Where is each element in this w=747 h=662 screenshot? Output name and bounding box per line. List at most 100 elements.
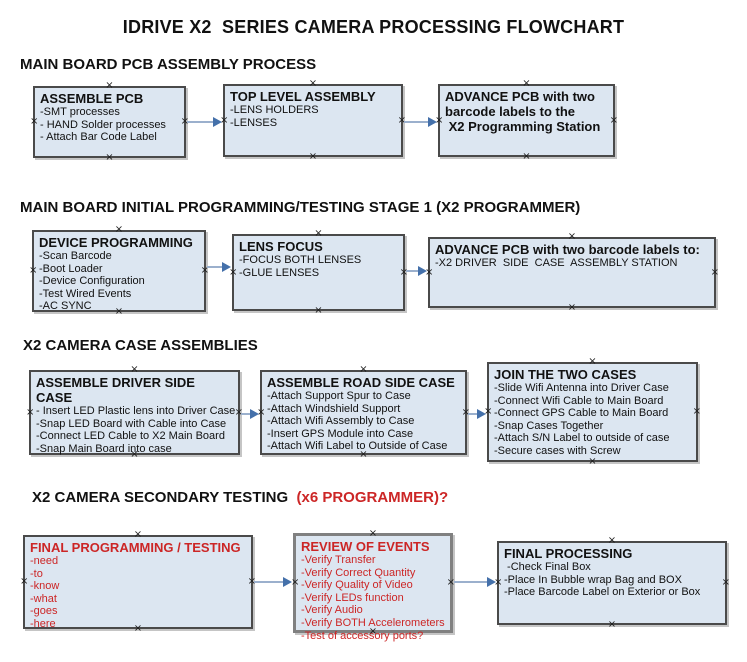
box-list-item: -LENS HOLDERS <box>230 104 319 116</box>
box-assemble-driver-side-case[interactable]: ASSEMBLE DRIVER SIDE CASE - Insert LED P… <box>26 365 243 460</box>
box-list-item: -know <box>30 580 60 593</box>
box-list-item: -FOCUS BOTH LENSES <box>239 254 362 266</box>
box-assemble-pcb[interactable]: ASSEMBLE PCB -SMT processes- HAND Solder… <box>30 81 189 163</box>
box-title: ASSEMBLE DRIVER SIDE CASE <box>36 375 199 405</box>
arrow-head-icon <box>487 577 496 587</box>
box-final-programming-testing[interactable]: FINAL PROGRAMMING / TESTING -need-to-kno… <box>20 530 256 634</box>
box-list-item: -Verify Quality of Video <box>301 579 413 592</box>
connector-arrow[interactable] <box>207 261 231 273</box>
box-final-processing[interactable]: FINAL PROCESSING -Check Final Box-Place … <box>494 536 730 630</box>
box-title: TOP LEVEL ASSEMBLY <box>230 89 376 104</box>
connector-arrow[interactable] <box>187 116 222 128</box>
box-assemble-road-side-case[interactable]: ASSEMBLE ROAD SIDE CASE -Attach Support … <box>257 365 470 460</box>
box-list-item: -Check Final Box <box>504 561 591 573</box>
selection-handle-icon: × <box>114 224 124 235</box>
box-title: FINAL PROCESSING <box>504 546 633 561</box>
box-device-programming[interactable]: DEVICE PROGRAMMING -Scan Barcode-Boot Lo… <box>29 225 209 317</box>
arrow-line <box>404 121 428 123</box>
page-title: IDRIVE X2 SERIES CAMERA PROCESSING FLOWC… <box>122 17 625 37</box>
selection-handle-icon: × <box>692 406 701 417</box>
box-list-item: -Connect Wifi Cable to Main Board <box>494 394 664 407</box>
connector-arrow[interactable] <box>468 408 486 420</box>
box-list-item: - HAND Solder processes <box>40 118 166 131</box>
box-list-item: -here <box>30 617 56 630</box>
box-list-item: -goes <box>30 605 58 618</box>
selection-handle-icon: × <box>607 535 617 546</box>
box-lens-focus[interactable]: LENS FOCUS -FOCUS BOTH LENSES-GLUE LENSE… <box>229 229 408 316</box>
arrow-line <box>207 266 222 268</box>
arrow-line <box>254 581 283 583</box>
box-title: JOIN THE TWO CASES <box>494 367 637 382</box>
selection-handle-icon: × <box>105 80 114 91</box>
arrow-head-icon <box>283 577 292 587</box>
arrow-head-icon <box>213 117 222 127</box>
selection-handle-icon: × <box>308 78 318 89</box>
box-title: ASSEMBLE ROAD SIDE CASE <box>267 375 455 390</box>
arrow-head-icon <box>428 117 437 127</box>
box-join-the-two-cases[interactable]: JOIN THE TWO CASES -Slide Wifi Antenna i… <box>484 357 701 467</box>
arrow-head-icon <box>222 262 231 272</box>
selection-handle-icon: × <box>588 356 597 367</box>
box-item-list: -need-to-know-what-goes-here <box>30 555 246 631</box>
box-title: LENS FOCUS <box>239 239 323 254</box>
box-title: FINAL PROGRAMMING / TESTING <box>30 540 241 555</box>
box-list-item: -Verify Transfer <box>301 554 376 566</box>
box-list-item: -LENSES <box>230 116 278 129</box>
box-list-item: - Insert LED Plastic lens into Driver Ca… <box>36 405 236 417</box>
box-list-item: -Secure cases with Screw <box>494 444 621 457</box>
box-item-list: -SMT processes- HAND Solder processes- A… <box>40 106 179 144</box>
connector-arrow[interactable] <box>406 265 427 277</box>
selection-handle-icon: × <box>368 528 378 539</box>
connector-arrow[interactable] <box>404 116 437 128</box>
box-list-item: -need <box>30 555 59 567</box>
section-heading-secondary-testing-red: (x6 PROGRAMMER)? <box>292 489 449 506</box>
box-list-item: -X2 DRIVER SIDE CASE ASSEMBLY STATION <box>435 257 678 269</box>
box-list-item: -Attach Windshield Support <box>267 402 401 415</box>
selection-handle-icon: × <box>314 305 323 316</box>
arrow-line <box>454 581 487 583</box>
box-list-item: -Snap Cases Together <box>494 419 604 432</box>
selection-handle-icon: × <box>522 151 531 162</box>
box-advance-pcb-programming-station[interactable]: ADVANCE PCB with two barcode labels to t… <box>435 79 618 162</box>
box-list-item: -Attach Wifi Assembly to Case <box>267 415 415 428</box>
box-list-item: -Snap Main Board into case <box>36 442 172 455</box>
box-list-item: -Scan Barcode <box>39 250 112 262</box>
selection-handle-icon: × <box>314 228 323 239</box>
selection-handle-icon: × <box>588 456 597 467</box>
box-list-item: -Insert GPS Module into Case <box>267 427 414 440</box>
box-list-item: -GLUE LENSES <box>239 266 320 279</box>
section-heading-case-assemblies: X2 CAMERA CASE ASSEMBLIES <box>23 337 258 354</box>
connector-arrow[interactable] <box>454 576 496 588</box>
selection-handle-icon: × <box>710 266 719 278</box>
selection-handle-icon: × <box>609 114 618 126</box>
box-item-list: -Slide Wifi Antenna into Driver Case-Con… <box>494 382 691 458</box>
box-item-list: -Verify Transfer-Verify Correct Quantity… <box>301 554 445 642</box>
connector-arrow[interactable] <box>254 576 292 588</box>
box-list-item: -Attach S/N Label to outside of case <box>494 432 670 445</box>
box-item-list: -Attach Support Spur to Case-Attach Wind… <box>267 390 460 453</box>
connector-arrow[interactable] <box>241 408 259 420</box>
selection-handle-icon: × <box>26 406 35 418</box>
arrow-line <box>406 270 418 272</box>
box-top-level-assembly[interactable]: TOP LEVEL ASSEMBLY -LENS HOLDERS-LENSES … <box>220 79 406 162</box>
box-list-item: -Connect GPS Cable to Main Board <box>494 407 669 420</box>
section-heading-secondary-testing: X2 CAMERA SECONDARY TESTING (x6 PROGRAMM… <box>32 489 448 506</box>
box-list-item: -Device Configuration <box>39 275 145 288</box>
box-list-item: -Verify Correct Quantity <box>301 566 416 579</box>
selection-handle-icon: × <box>29 265 38 276</box>
box-item-list: -LENS HOLDERS-LENSES <box>230 104 396 129</box>
selection-handle-icon: × <box>130 364 139 375</box>
box-review-of-events[interactable]: REVIEW OF EVENTS -Verify Transfer-Verify… <box>291 528 455 642</box>
box-list-item: -Slide Wifi Antenna into Driver Case <box>494 382 669 394</box>
selection-handle-icon: × <box>721 577 730 588</box>
box-advance-pcb-case-assembly[interactable]: ADVANCE PCB with two barcode labels to: … <box>425 232 719 313</box>
box-list-item: -Attach Support Spur to Case <box>267 390 411 402</box>
box-list-item: -Place In Bubble wrap Bag and BOX <box>504 573 682 586</box>
box-title: ADVANCE PCB with two barcode labels to: <box>435 242 700 257</box>
box-list-item: -Verify BOTH Accelerometers <box>301 616 445 629</box>
arrow-head-icon <box>477 409 486 419</box>
box-list-item: -Test Wired Events <box>39 287 132 300</box>
box-list-item: -SMT processes <box>40 106 120 118</box>
box-list-item: -to <box>30 567 43 580</box>
arrow-head-icon <box>418 266 427 276</box>
